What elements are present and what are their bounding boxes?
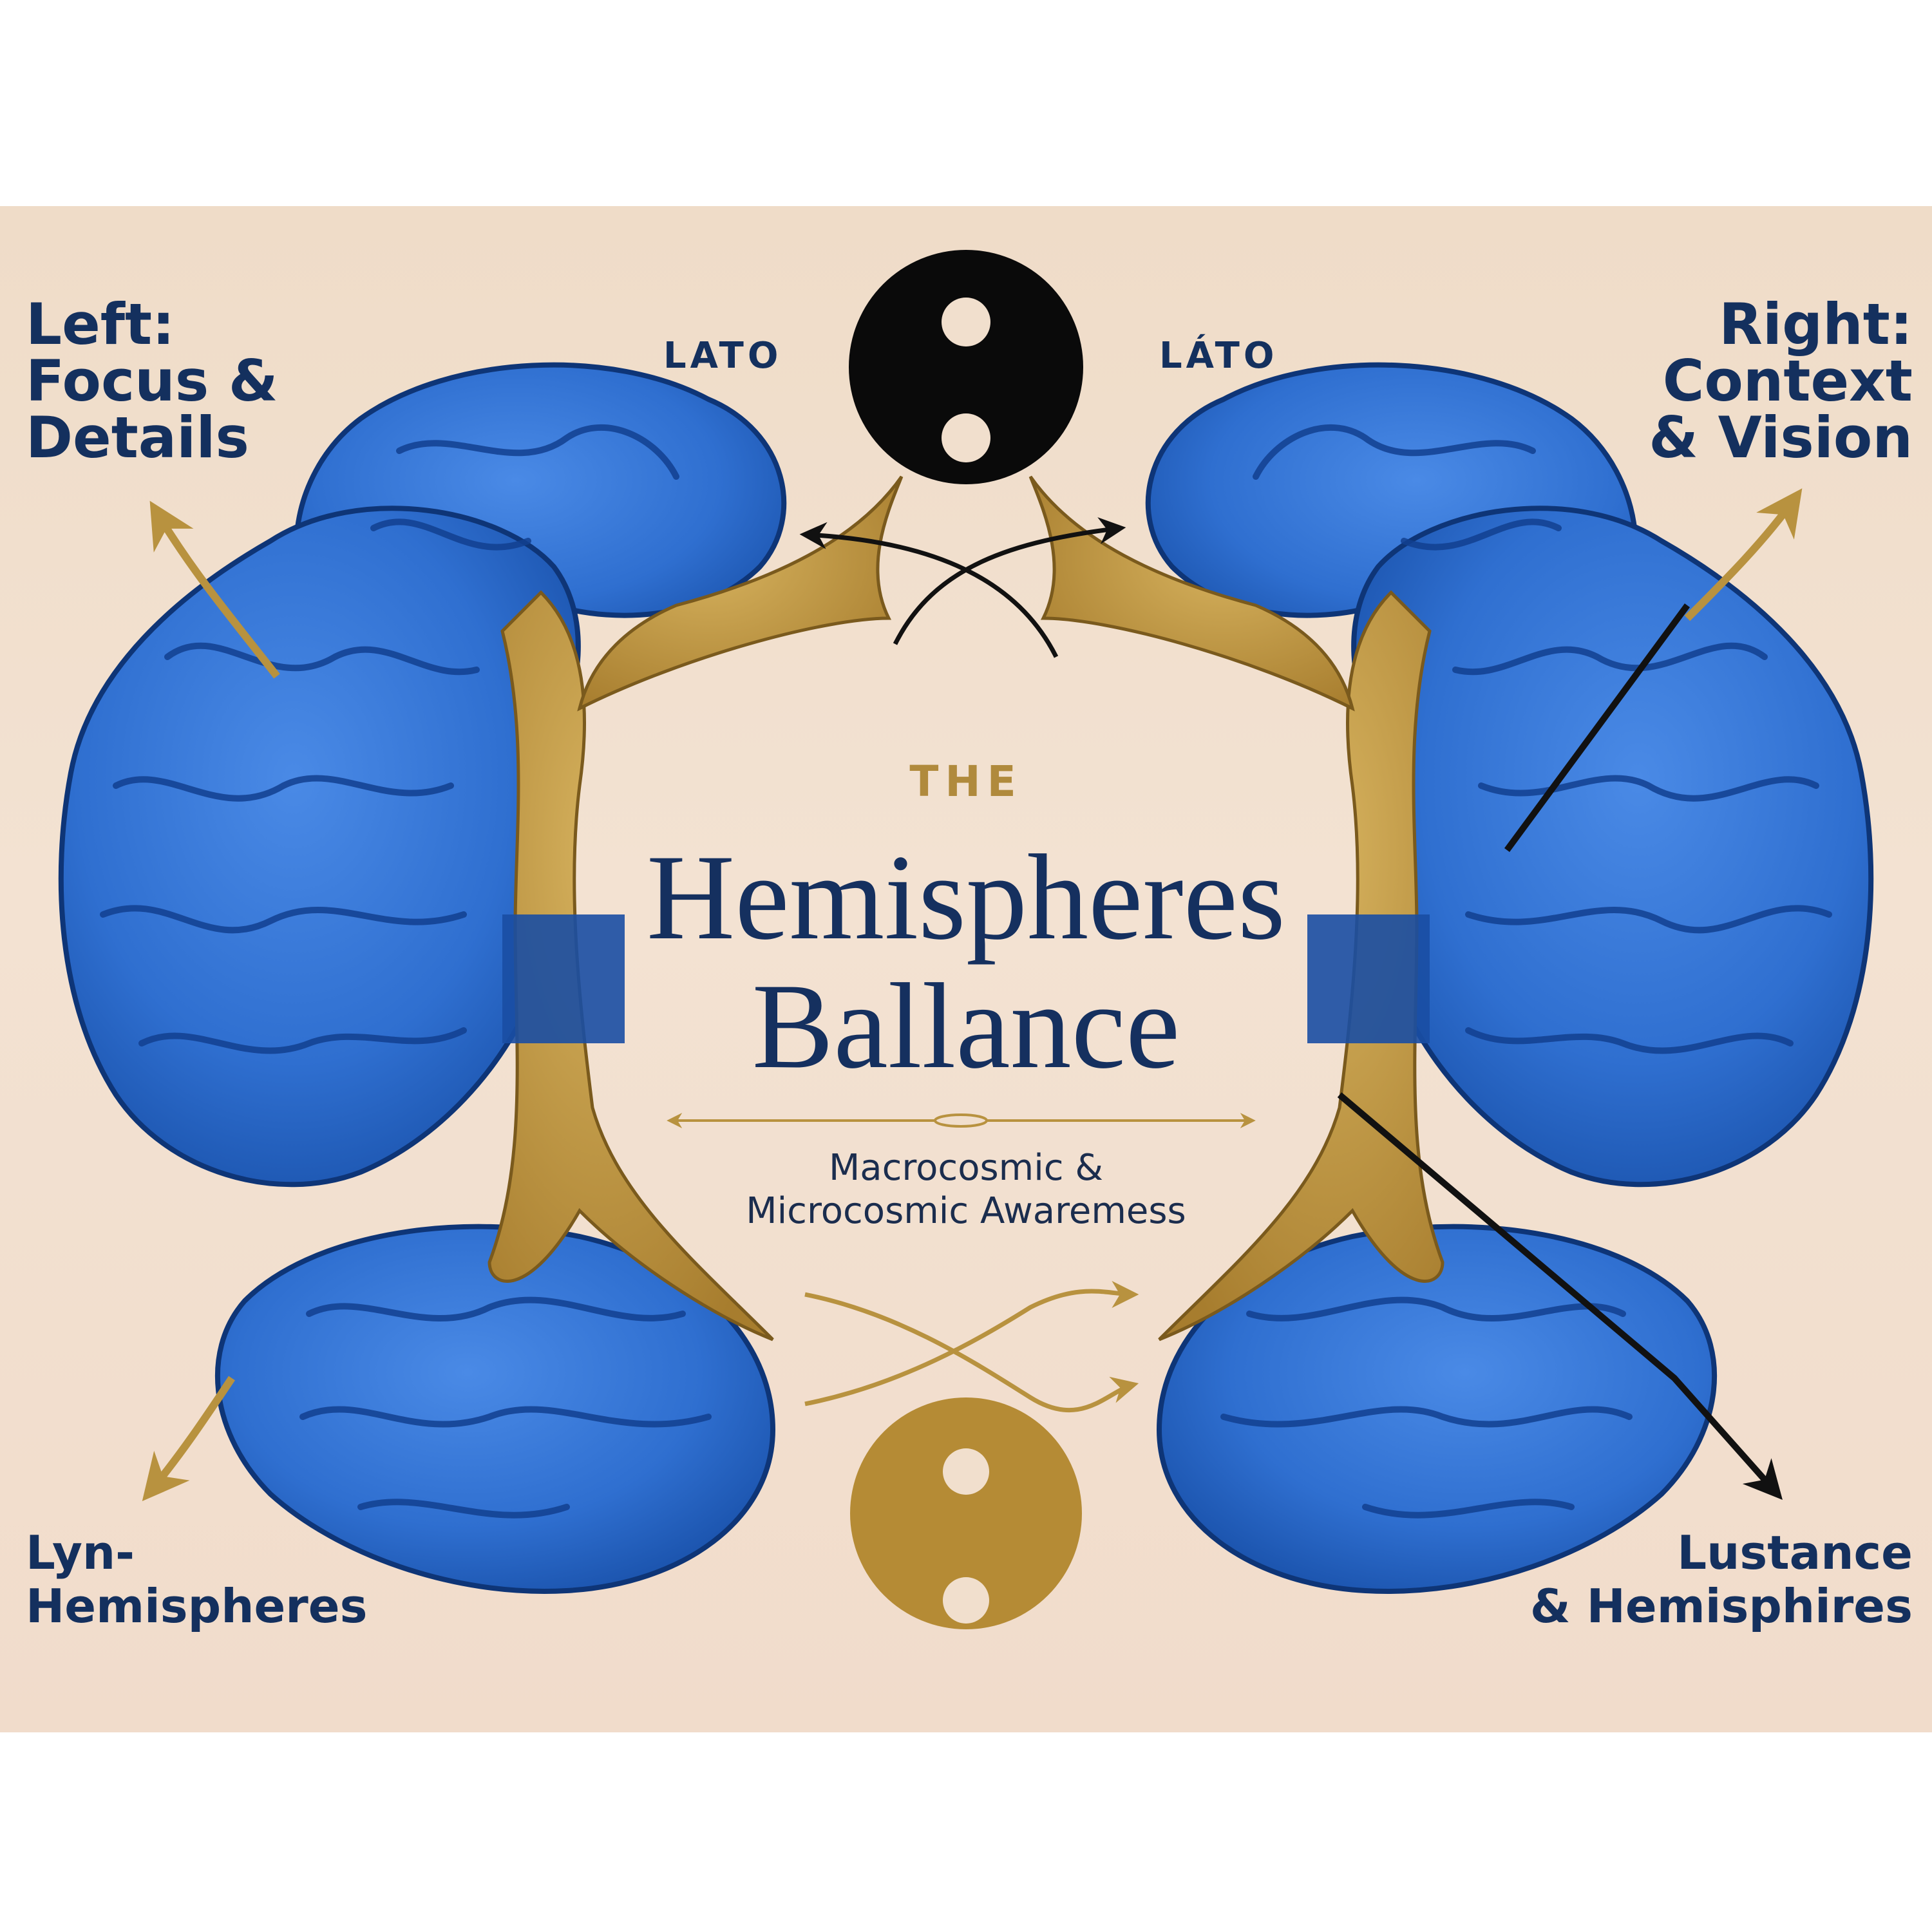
right-black-diagonal-arrow (1337, 603, 1777, 1494)
top-cross-arrow-a (893, 517, 1126, 645)
black-yin-circle-icon (849, 250, 1083, 484)
title-kicker: THE (909, 757, 1023, 806)
corner-label-line: Details (26, 404, 249, 471)
corner-label-line: Right: (1719, 291, 1913, 357)
left-gold-wing (577, 475, 904, 712)
arrow-bottom-left (142, 1376, 235, 1502)
corner-label-top-left: Left: Focus & Details (26, 296, 278, 466)
right-hemisphere (1028, 362, 1874, 1594)
left-main-lobe (58, 506, 581, 1188)
corner-label-line: Left: (26, 291, 175, 357)
corner-label-line: Lustance (1677, 1526, 1913, 1580)
corner-label-line: & Vision (1649, 404, 1913, 471)
title-divider (667, 1113, 1256, 1128)
left-blue-connector (502, 914, 625, 1043)
bottom-cross-arrow-b (804, 1280, 1139, 1406)
hemispheres-illustration (58, 250, 1874, 1629)
title-line-2: Ballance (752, 958, 1180, 1094)
subtitle-line-1: Macrocosmic & (828, 1147, 1104, 1189)
top-cross-arrow-b (799, 522, 1059, 658)
corner-label-top-right: Right: Context & Vision (1649, 296, 1913, 466)
arrow-top-right (1684, 488, 1803, 621)
corner-label-line: & Hemisphires (1530, 1578, 1913, 1633)
page-title: Hemispheres Ballance (612, 830, 1320, 1094)
corner-label-line: Hemispheres (26, 1578, 368, 1633)
top-label-right: LÁTO (1159, 335, 1278, 377)
subtitle-line-2: Microcosmic Awaremess (746, 1190, 1186, 1233)
corner-label-line: Lyn- (26, 1526, 135, 1580)
diagram-canvas: Left: Focus & Details Right: Context & V… (0, 206, 1932, 1732)
corner-label-bottom-left: Lyn- Hemispheres (26, 1526, 367, 1633)
arrow-top-left (149, 500, 280, 679)
subtitle: Macrocosmic & Microcosmic Awaremess (612, 1146, 1320, 1233)
gold-yang-circle-icon (850, 1397, 1082, 1629)
top-label-left: LATO (663, 335, 782, 377)
bottom-cross-arrow-a (804, 1292, 1139, 1413)
corner-label-line: Focus & (26, 348, 278, 414)
corner-label-line: Context (1662, 348, 1913, 414)
title-line-1: Hemispheres (647, 830, 1285, 965)
left-hemisphere (58, 362, 904, 1594)
corner-label-bottom-right: Lustance & Hemisphires (1530, 1526, 1913, 1633)
